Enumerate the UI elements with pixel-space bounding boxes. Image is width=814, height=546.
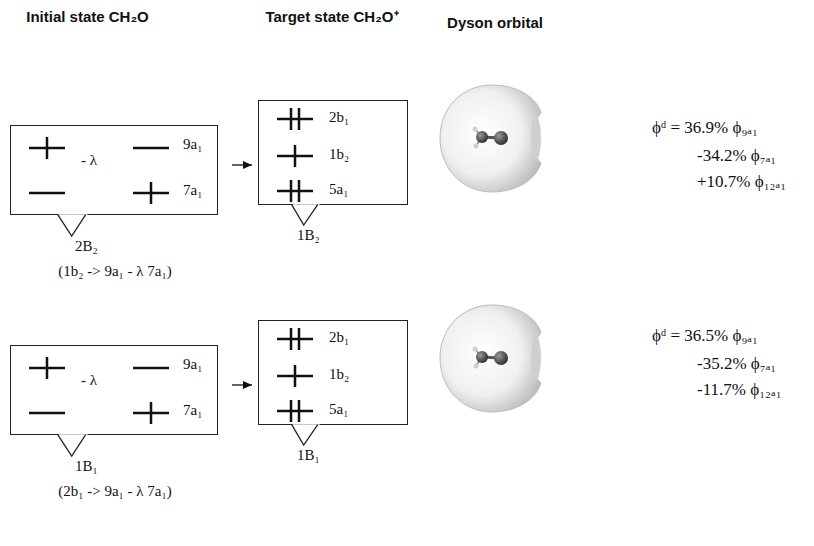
state-box: - λ9a₁7a₁2B₂(1b₂ -> 9a₁ - λ 7a₁) bbox=[10, 125, 218, 215]
state-box: 2b₁1b₂5a₁1B₁ bbox=[258, 320, 408, 425]
node-text: 2B₂ bbox=[75, 238, 98, 255]
dyson-coefficient: +10.7% ϕ₁₂ₐ₁ bbox=[697, 172, 786, 192]
column-heading: Target state CH₂O⁺ bbox=[262, 8, 402, 25]
node-text: 2b₁ bbox=[329, 329, 349, 346]
transition-arrow bbox=[232, 384, 252, 385]
column-heading: Dyson orbital bbox=[430, 14, 560, 31]
dyson-coefficient: ϕᵈ = 36.9% ϕ₉ₐ₁ bbox=[652, 118, 758, 138]
node-text: - λ bbox=[81, 152, 97, 169]
dyson-coefficient: -34.2% ϕ₇ₐ₁ bbox=[697, 146, 776, 166]
node-text: 2b₁ bbox=[329, 109, 349, 126]
node-text: 1B₁ bbox=[75, 458, 98, 475]
transition-arrow bbox=[232, 164, 252, 165]
node-text: 1b₂ bbox=[329, 366, 349, 383]
node-text: 9a₁ bbox=[183, 356, 202, 373]
dyson-coefficient: ϕᵈ = 36.5% ϕ₉ₐ₁ bbox=[652, 326, 758, 346]
column-heading: Initial state CH₂O bbox=[20, 8, 155, 25]
state-box: - λ9a₁7a₁1B₁(2b₁ -> 9a₁ - λ 7a₁) bbox=[10, 345, 218, 435]
node-text: 1b₂ bbox=[329, 146, 349, 163]
node-text: 1B₁ bbox=[297, 447, 320, 464]
node-text: 5a₁ bbox=[329, 401, 348, 418]
node-text: - λ bbox=[81, 372, 97, 389]
dyson-coefficient: -35.2% ϕ₇ₐ₁ bbox=[697, 354, 776, 374]
node-text: 9a₁ bbox=[183, 136, 202, 153]
node-text: 7a₁ bbox=[183, 182, 202, 199]
node-text: 5a₁ bbox=[329, 181, 348, 198]
node-text: 7a₁ bbox=[183, 402, 202, 419]
dyson-orbital bbox=[440, 305, 541, 412]
node-text: (1b₂ -> 9a₁ - λ 7a₁) bbox=[11, 263, 219, 280]
dyson-coefficient: -11.7% ϕ₁₂ₐ₁ bbox=[697, 380, 782, 400]
state-box: 2b₁1b₂5a₁1B₂ bbox=[258, 100, 408, 205]
node-text: (2b₁ -> 9a₁ - λ 7a₁) bbox=[11, 483, 219, 500]
node-text: 1B₂ bbox=[297, 227, 320, 244]
dyson-orbital bbox=[440, 85, 541, 192]
